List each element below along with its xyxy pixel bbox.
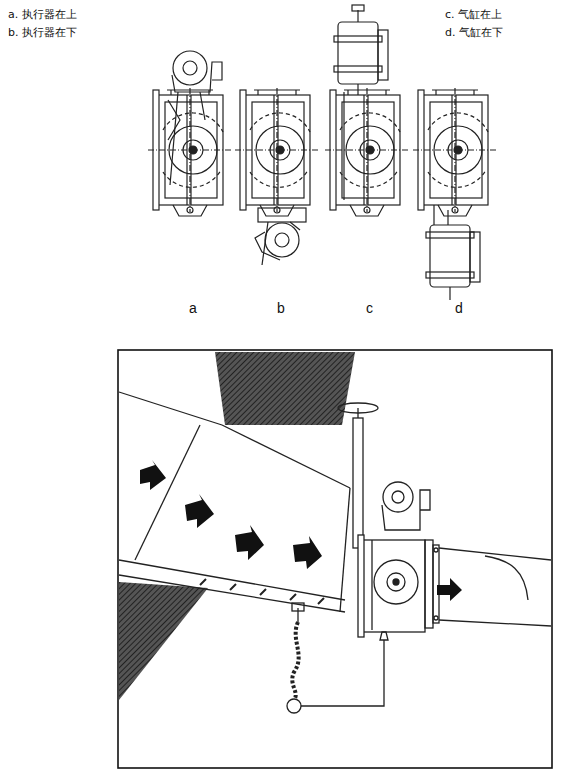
- figure-letter: a: [189, 300, 197, 317]
- legend-caption: c. 气缸在上: [445, 8, 502, 21]
- legend-caption: b. 执行器在下: [8, 26, 77, 39]
- legend-caption: d. 气缸在下: [445, 26, 503, 39]
- figure-letter: c: [366, 300, 373, 317]
- figure-letter: d: [455, 300, 463, 317]
- legend-caption: a. 执行器在上: [8, 8, 77, 21]
- figure-letter: b: [277, 300, 285, 317]
